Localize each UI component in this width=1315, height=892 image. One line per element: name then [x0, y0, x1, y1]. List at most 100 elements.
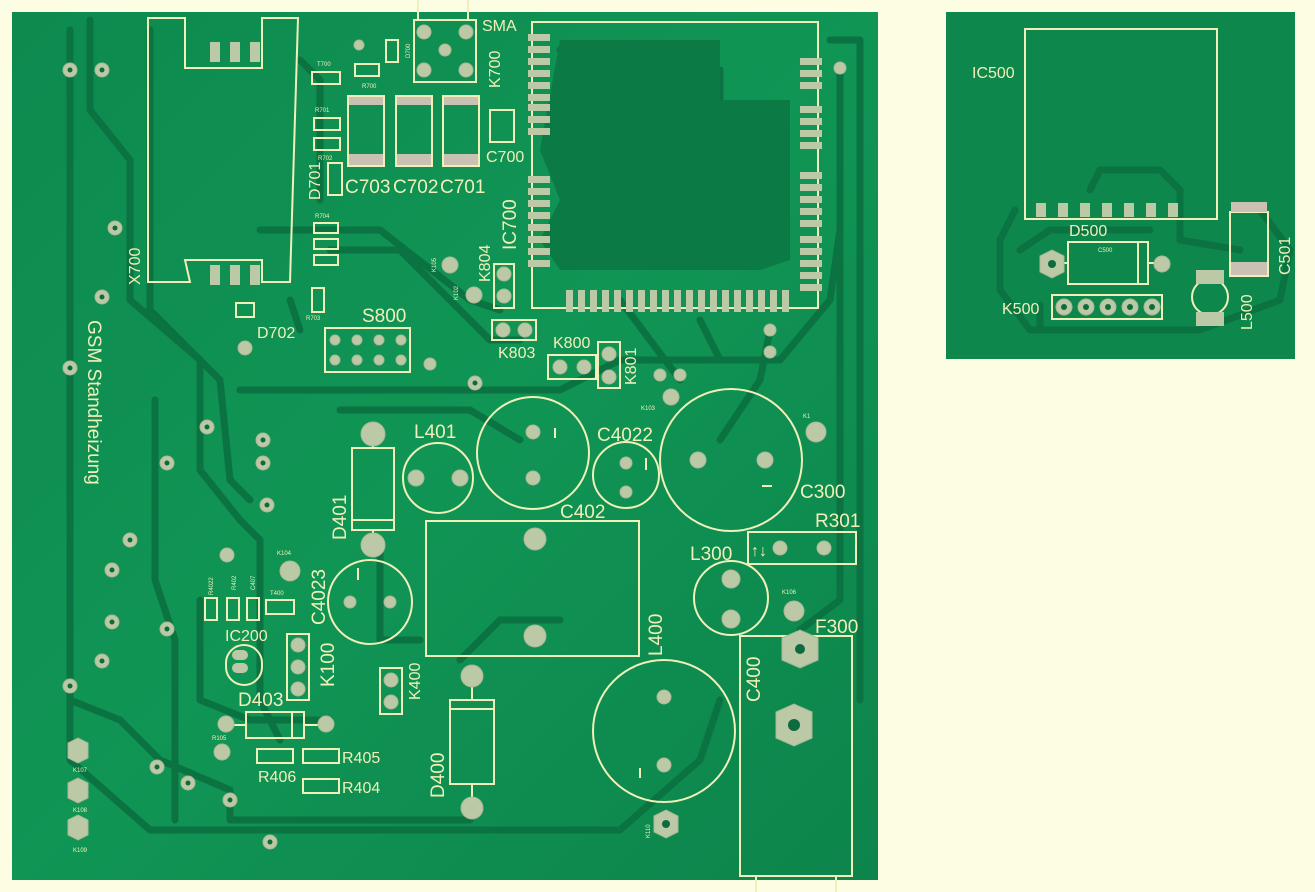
- ic700-pad: [722, 290, 729, 312]
- via-hole: [164, 626, 170, 632]
- ic700-pad: [528, 260, 550, 267]
- label-r406: R406: [258, 769, 296, 786]
- via-hole: [185, 780, 191, 786]
- label-x700: X700: [127, 248, 144, 285]
- ic700-pad: [528, 248, 550, 255]
- k500-pad-hole: [1149, 304, 1155, 310]
- label-c702: C702: [393, 177, 438, 198]
- label-d401: D401: [330, 495, 351, 540]
- capacitor-c300: C300 K1: [659, 388, 845, 532]
- label-k108: K108: [73, 808, 88, 814]
- label-t400: T400: [270, 591, 284, 597]
- ic700-pad: [800, 260, 822, 267]
- capacitor-electrolytic-a: [476, 396, 590, 510]
- svg-text:↑↓: ↑↓: [751, 543, 767, 560]
- ic700-pad: [800, 196, 822, 203]
- label-k1: K1: [803, 414, 811, 420]
- label-r704: R704: [315, 214, 330, 220]
- ic500-pad: [1058, 203, 1068, 217]
- ic700-pad: [800, 284, 822, 291]
- label-c407: C407: [251, 575, 257, 590]
- ic500-pad: [1168, 203, 1178, 217]
- ic700-pad: [662, 290, 669, 312]
- label-d500: D500: [1069, 223, 1107, 240]
- inductor-l401: L401: [402, 422, 474, 514]
- ic700-pad: [528, 188, 550, 195]
- ic700-pad: [686, 290, 693, 312]
- label-k104: K104: [277, 551, 292, 557]
- label-d700: D700: [406, 43, 412, 58]
- label-c402: C402: [560, 502, 605, 523]
- resistor-r301: ↑↓ R301: [747, 511, 860, 565]
- ic700-pad: [528, 116, 550, 123]
- via-hole: [67, 365, 73, 371]
- ic700-pad: [782, 290, 789, 312]
- label-d403: D403: [238, 690, 283, 711]
- inductor-l300: L300 K106: [690, 544, 805, 636]
- ic700-pad: [528, 58, 550, 65]
- label-l400: L400: [646, 614, 667, 656]
- label-k700: K700: [487, 51, 504, 88]
- ic700-pad: [614, 290, 621, 312]
- label-d702: D702: [257, 325, 295, 342]
- ic700-pad: [528, 34, 550, 41]
- k500-pad-hole: [1061, 304, 1067, 310]
- ic500-pad: [1080, 203, 1090, 217]
- label-ic200: IC200: [225, 628, 268, 645]
- ic500-pad: [1124, 203, 1134, 217]
- k500-pad-hole: [1127, 304, 1133, 310]
- via-hole: [67, 683, 73, 689]
- label-k103: K103: [641, 406, 656, 412]
- capacitor-c4022: C4022: [592, 425, 660, 509]
- connectors-k80x: K105 K102 K804 K803 K800 K801 K103: [432, 61, 847, 412]
- via-hole: [99, 658, 105, 664]
- via-hole: [99, 294, 105, 300]
- ic700-pad: [602, 290, 609, 312]
- connector-k400: K400: [379, 663, 424, 715]
- ic700-pad: [800, 248, 822, 255]
- label-k107: K107: [73, 768, 88, 774]
- label-r701: R701: [315, 108, 330, 114]
- capacitors-c70x: C703 C702 C701 C700: [345, 95, 524, 198]
- top-small-parts: T700 R700 D700 R701 R702 D701 R704 R703 …: [235, 39, 412, 356]
- ic700-pad: [528, 70, 550, 77]
- label-f300: F300: [815, 617, 858, 638]
- k500-pad-hole: [1083, 304, 1089, 310]
- label-c700: C700: [486, 149, 524, 166]
- label-t700: T700: [317, 62, 331, 68]
- label-c501: C501: [1277, 237, 1294, 275]
- diode-d400: D400: [428, 664, 495, 820]
- capacitor-c4023: C4023: [309, 559, 413, 645]
- ic700-pad: [770, 290, 777, 312]
- label-k110: K110: [646, 824, 652, 838]
- label-l300: L300: [690, 544, 732, 565]
- via-hole: [154, 764, 160, 770]
- ic700-pad: [800, 220, 822, 227]
- inductor-l400: L400 K110: [592, 614, 736, 839]
- label-c300: C300: [800, 482, 845, 503]
- ic500-pad: [1102, 203, 1112, 217]
- label-c4023: C4023: [309, 569, 330, 625]
- via-hole: [264, 502, 270, 508]
- ic700-pad: [800, 130, 822, 137]
- ground-pour: [540, 40, 790, 270]
- label-k109: K109: [73, 848, 88, 854]
- board-title: GSM Standheizung: [83, 320, 104, 485]
- label-r703: R703: [306, 316, 321, 322]
- ic700-pad: [710, 290, 717, 312]
- label-sma: SMA: [482, 18, 517, 35]
- label-k804: K804: [477, 245, 494, 282]
- label-c400: C400: [744, 657, 765, 702]
- label-k102: K102: [454, 285, 460, 300]
- main-pcb-board: X700 GSM Standheizung SMA K700 T700 R700…: [12, 0, 878, 892]
- ic700-pad: [800, 172, 822, 179]
- ic700-pad: [590, 290, 597, 312]
- label-c500: C500: [1098, 248, 1113, 254]
- label-k106: K106: [782, 590, 797, 596]
- via-hole: [67, 67, 73, 73]
- k500-pad-hole: [1105, 304, 1111, 310]
- ic700-pad: [800, 118, 822, 125]
- via-hole: [260, 437, 266, 443]
- label-c703: C703: [345, 177, 390, 198]
- ic700-pad: [528, 82, 550, 89]
